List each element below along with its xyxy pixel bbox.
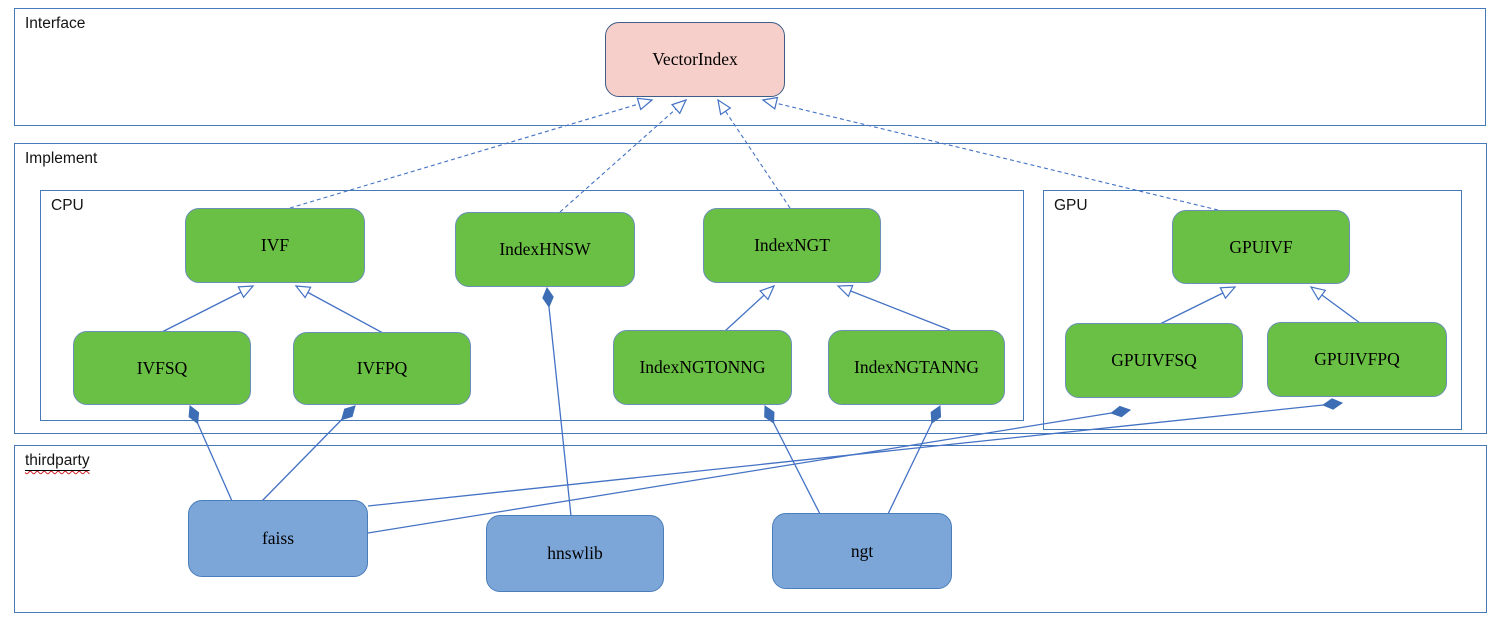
edge-indexngtanng-indexngt-generalization — [838, 286, 951, 331]
node-ivfpq[interactable]: IVFPQ — [293, 332, 471, 405]
node-gpuivfsq-label: GPUIVFSQ — [1111, 350, 1197, 370]
node-indexngtonng[interactable]: IndexNGTONNG — [613, 330, 792, 405]
edge-ngt-indexngtanng-composition — [887, 406, 940, 515]
edge-ngt-indexngtonng-composition — [765, 406, 821, 515]
container-implement-label: Implement — [25, 150, 98, 167]
node-gpuivf[interactable]: GPUIVF — [1172, 210, 1350, 284]
node-indexngt[interactable]: IndexNGT — [703, 208, 881, 283]
node-indexngtanng[interactable]: IndexNGTANNG — [828, 330, 1005, 405]
node-gpuivfsq[interactable]: GPUIVFSQ — [1065, 323, 1243, 398]
node-gpuivfpq[interactable]: GPUIVFPQ — [1267, 322, 1447, 397]
node-hnswlib[interactable]: hnswlib — [486, 515, 664, 592]
node-indexhnsw[interactable]: IndexHNSW — [455, 212, 635, 287]
edge-gpuivfpq-gpuivf-generalization — [1311, 287, 1361, 324]
container-interface-label: Interface — [25, 15, 86, 32]
container-gpu-label: GPU — [1054, 197, 1088, 214]
edge-faiss-ivfsq-composition — [190, 406, 233, 502]
edge-indexngt-vectorindex-realization — [718, 100, 791, 209]
node-ngt[interactable]: ngt — [772, 513, 952, 589]
container-cpu-label: CPU — [51, 197, 84, 214]
node-gpuivfpq-label: GPUIVFPQ — [1314, 349, 1400, 369]
edge-faiss-gpuivfpq-composition — [367, 403, 1342, 507]
container-gpu[interactable]: GPU — [1043, 190, 1462, 430]
edge-indexngtonng-indexngt-generalization — [724, 286, 774, 332]
node-vectorindex-label: VectorIndex — [652, 49, 738, 69]
edge-ivfsq-ivf-generalization — [161, 286, 253, 333]
container-cpu[interactable]: CPU — [40, 190, 1024, 421]
edge-gpuivf-vectorindex-realization — [763, 100, 1219, 211]
container-thirdparty-label: thirdparty — [25, 452, 90, 470]
edge-faiss-ivfpq-composition — [261, 406, 355, 502]
node-vectorindex[interactable]: VectorIndex — [605, 22, 785, 97]
container-thirdparty[interactable]: thirdparty — [14, 445, 1487, 613]
edge-indexhnsw-vectorindex-realization — [559, 100, 686, 213]
node-indexngtanng-label: IndexNGTANNG — [854, 357, 979, 377]
container-interface[interactable]: Interface — [14, 8, 1486, 126]
edge-gpuivfsq-gpuivf-generalization — [1159, 287, 1235, 325]
node-ivfpq-label: IVFPQ — [356, 358, 408, 378]
node-ivf[interactable]: IVF — [185, 208, 365, 283]
container-thirdparty-label-text: thirdparty — [25, 452, 90, 469]
node-faiss-label: faiss — [261, 528, 295, 548]
node-ivfsq[interactable]: IVFSQ — [73, 331, 251, 405]
edge-ivfpq-ivf-generalization — [296, 286, 384, 334]
node-indexngtonng-label: IndexNGTONNG — [639, 357, 766, 377]
node-indexhnsw-label: IndexHNSW — [499, 239, 591, 259]
node-indexngt-label: IndexNGT — [754, 235, 830, 255]
node-ivf-label: IVF — [260, 235, 290, 255]
node-gpuivf-label: GPUIVF — [1229, 236, 1293, 257]
container-implement[interactable]: Implement — [14, 143, 1487, 434]
node-ngt-label: ngt — [850, 540, 874, 561]
node-ivfsq-label: IVFSQ — [136, 357, 188, 378]
node-faiss[interactable]: faiss — [188, 500, 368, 577]
edge-ivf-vectorindex-realization — [289, 100, 652, 209]
edge-faiss-gpuivfsq-composition — [367, 410, 1130, 534]
edge-hnswlib-indexhnsw-composition — [547, 288, 572, 517]
node-hnswlib-label: hnswlib — [547, 543, 603, 563]
